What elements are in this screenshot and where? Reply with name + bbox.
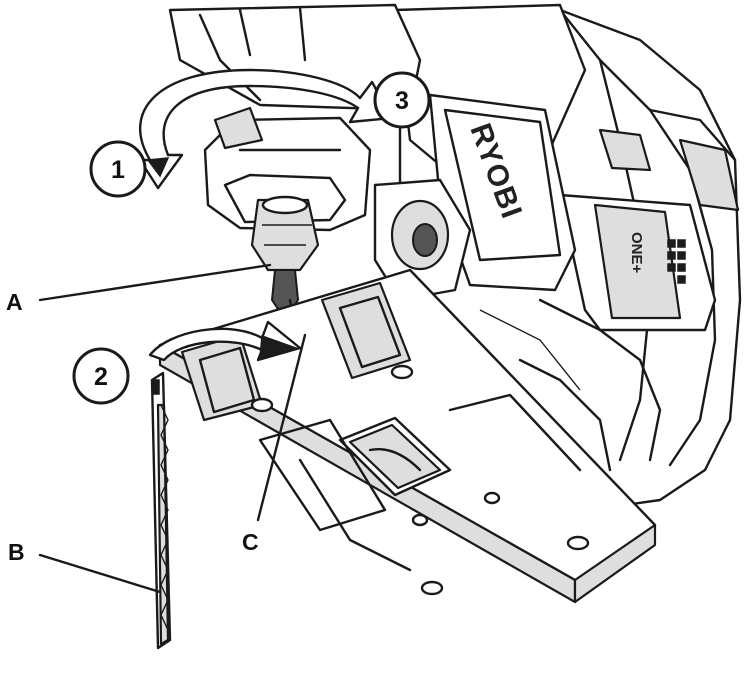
callout-label-c: C	[242, 529, 259, 555]
battery-label: ONE+	[628, 232, 645, 274]
step-number-3: 3	[395, 87, 409, 115]
battery-pack: ONE+	[558, 193, 717, 332]
step-badge-1: 1	[89, 140, 147, 198]
leader-a	[38, 263, 272, 302]
leader-b	[38, 553, 162, 594]
front-housing: RYOBI	[393, 3, 587, 292]
jigsaw-blade	[150, 371, 172, 650]
battery-contacts-icon	[667, 239, 686, 284]
step-badge-2: 2	[72, 347, 130, 405]
insert-blade-arrow-icon	[148, 320, 302, 362]
step-number-2: 2	[94, 363, 108, 391]
callout-label-a: A	[6, 289, 23, 315]
rotate-clamp-arrow-icon	[138, 68, 394, 190]
callout-leaders	[38, 263, 307, 594]
dust-port	[373, 178, 472, 302]
leader-c	[256, 333, 307, 522]
callout-label-b: B	[8, 539, 25, 565]
step-badge-3: 3	[373, 71, 431, 129]
blade-holder	[250, 198, 320, 272]
step-number-1: 1	[111, 156, 125, 184]
blade-clamp-assembly	[203, 106, 372, 313]
shoe-screws	[250, 364, 590, 596]
